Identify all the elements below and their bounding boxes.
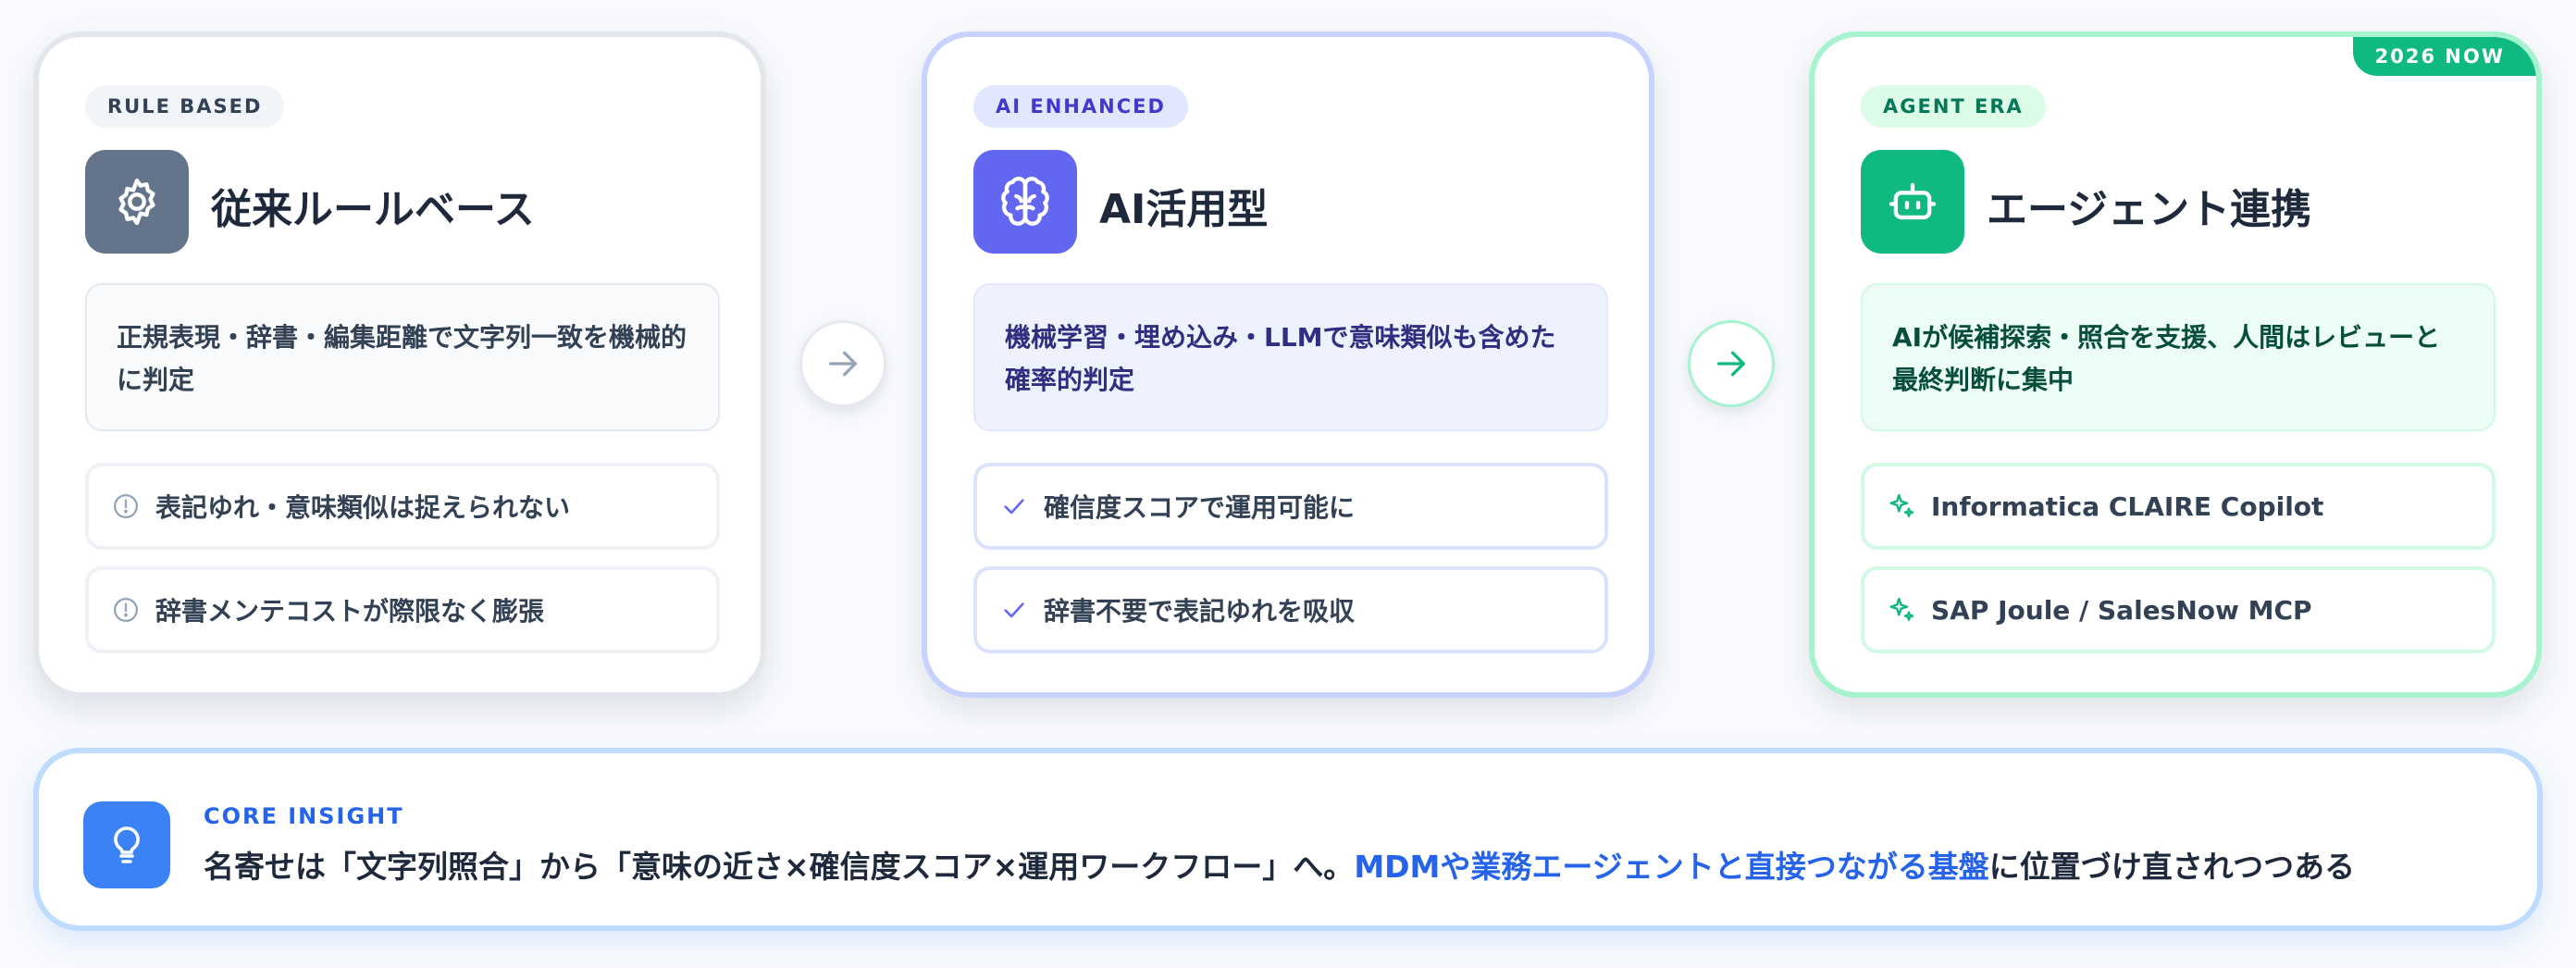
sparkles-icon [1887, 491, 1916, 521]
list-item: SAP Joule / SalesNow MCP [1861, 566, 2496, 653]
list-item: 確信度スコアで運用可能に [973, 463, 1608, 550]
alert-circle-icon [111, 491, 141, 521]
list-item: 辞書メンテコストが際限なく膨張 [85, 566, 720, 653]
check-icon [999, 595, 1029, 625]
list-item: Informatica CLAIRE Copilot [1861, 463, 2496, 550]
core-insight-panel: CORE INSIGHT 名寄せは「文字列照合」から「意味の近さ×確信度スコア×… [33, 748, 2543, 931]
card-pill: RULE BASED [85, 85, 285, 128]
list-item: 辞書不要で表記ゆれを吸収 [973, 566, 1608, 653]
card-title: エージェント連携 [1987, 186, 2312, 233]
insight-highlight: MDMや業務エージェントと直接つながる基盤 [1354, 849, 1989, 885]
arrow-right-icon [799, 320, 886, 407]
card-pill: AI ENHANCED [973, 85, 1188, 128]
list-item-text: SAP Joule / SalesNow MCP [1931, 594, 2312, 626]
list-item-text: 表記ゆれ・意味類似は捉えられない [155, 492, 571, 523]
check-icon [999, 491, 1029, 521]
card-description: AIが候補探索・照合を支援、人間はレビューと最終判断に集中 [1861, 283, 2496, 431]
list-item-text: 確信度スコアで運用可能に [1044, 492, 1356, 523]
list-item-text: 辞書不要で表記ゆれを吸収 [1044, 596, 1356, 627]
list-item: 表記ゆれ・意味類似は捉えられない [85, 463, 720, 550]
insight-text-before: 名寄せは「文字列照合」から「意味の近さ×確信度スコア×運用ワークフロー」へ。 [204, 849, 1355, 885]
now-badge: 2026 NOW [2352, 37, 2536, 76]
list-item-text: Informatica CLAIRE Copilot [1931, 490, 2324, 522]
insight-label: CORE INSIGHT [204, 803, 404, 829]
card-description: 機械学習・埋め込み・LLMで意味類似も含めた確率的判定 [973, 283, 1608, 431]
card-title: 従来ルールベース [211, 186, 535, 233]
sparkles-icon [1887, 595, 1916, 625]
card-pill: AGENT ERA [1861, 85, 2046, 128]
list-item-text: 辞書メンテコストが際限なく膨張 [155, 596, 545, 627]
insight-text-after: に位置づけ直されつつある [1988, 849, 2356, 885]
brain-icon [973, 150, 1077, 254]
insight-text: 名寄せは「文字列照合」から「意味の近さ×確信度スコア×運用ワークフロー」へ。MD… [204, 842, 2355, 887]
card-title: AI活用型 [1099, 186, 1269, 233]
arrow-right-icon [1688, 320, 1775, 407]
alert-circle-icon [111, 595, 141, 625]
card-description: 正規表現・辞書・編集距離で文字列一致を機械的に判定 [85, 283, 720, 431]
card-ai-enhanced: AI ENHANCED AI活用型 機械学習・埋め込み・LLMで意味類似も含めた… [922, 31, 1654, 698]
robot-icon [1861, 150, 1964, 254]
card-rule-based: RULE BASED 従来ルールベース 正規表現・辞書・編集距離で文字列一致を機… [33, 31, 766, 698]
card-agent-era: 2026 NOW AGENT ERA エージェント連携 AIが候補探索・照合を支… [1809, 31, 2542, 698]
gear-icon [85, 150, 189, 254]
lightbulb-icon [83, 801, 170, 888]
